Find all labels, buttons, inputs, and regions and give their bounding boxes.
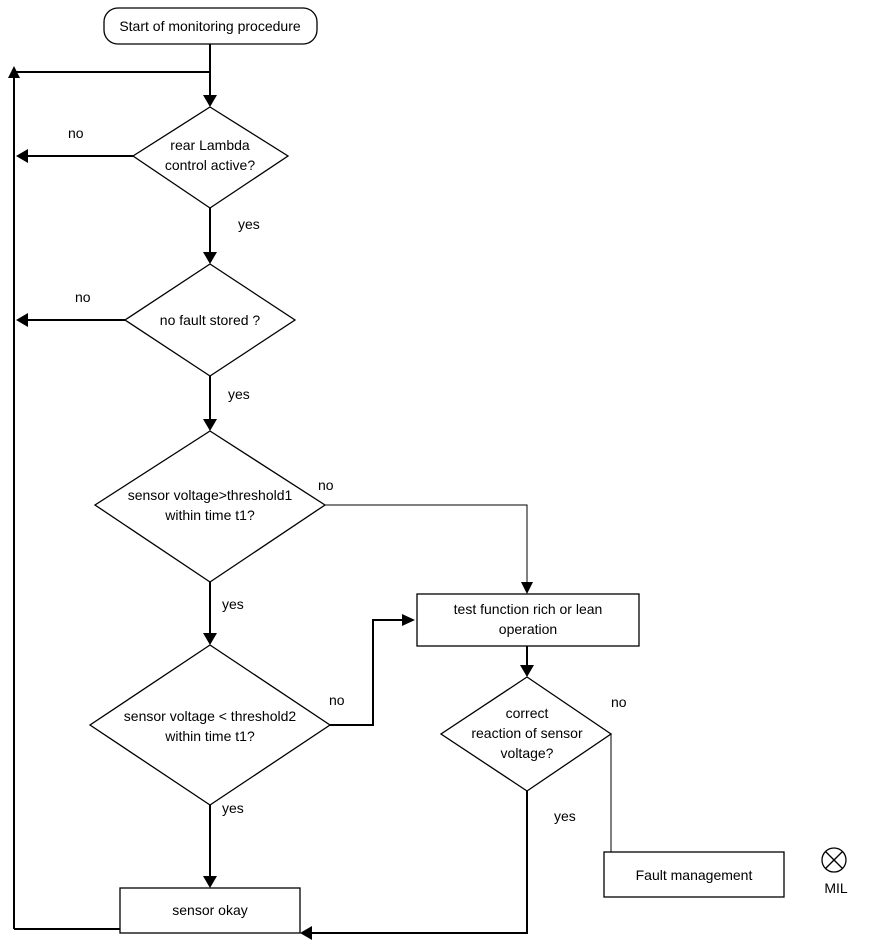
arrow-lambda-yes — [203, 252, 217, 264]
decision-lambda-shape — [131, 106, 290, 209]
arrow-test-to-reaction — [520, 665, 534, 677]
edge-threshold2-no — [330, 619, 402, 726]
edge-labels: no yes no yes no yes no yes no yes — [68, 125, 627, 824]
label-threshold1-no: no — [318, 477, 334, 493]
label-reaction-no: no — [611, 694, 627, 710]
arrow-threshold2-yes — [203, 876, 217, 888]
decision-reaction-line1: correct — [506, 705, 549, 721]
label-lambda-no: no — [68, 125, 84, 141]
decision-reaction-line3: voltage? — [501, 745, 554, 761]
arrow-lambda-no — [16, 149, 28, 163]
edge-reaction-yes — [312, 791, 528, 934]
arrow-threshold2-no — [402, 614, 415, 626]
decision-threshold2-line1: sensor voltage < threshold2 — [124, 708, 297, 724]
arrow-start-to-lambda — [203, 95, 217, 107]
decision-lambda-line2: control active? — [165, 157, 255, 173]
process-test-function-shape — [416, 593, 640, 647]
decision-reaction-line2: reaction of sensor — [471, 725, 583, 741]
arrow-loop-up — [8, 66, 20, 78]
decision-threshold1: sensor voltage>threshold1 within time t1… — [93, 430, 327, 583]
arrow-threshold1-no — [521, 582, 533, 594]
decision-lambda: rear Lambda control active? — [131, 106, 290, 209]
arrow-threshold1-yes — [203, 633, 217, 645]
process-sensor-okay-shape — [119, 887, 301, 934]
decision-fault: no fault stored ? — [123, 263, 297, 377]
process-test-function-line2: operation — [499, 621, 557, 637]
decision-threshold2-line2: within time t1? — [164, 728, 255, 744]
mil-indicator: MIL — [821, 847, 848, 896]
start-shape — [103, 7, 318, 45]
process-fault-management-label: Fault management — [636, 867, 753, 883]
decision-threshold1-line1: sensor voltage>threshold1 — [128, 487, 293, 503]
decision-fault-line1: no fault stored ? — [160, 312, 261, 328]
label-fault-yes: yes — [228, 386, 250, 402]
arrow-fault-yes — [203, 419, 217, 431]
process-fault-management: Fault management — [603, 851, 785, 898]
mil-label: MIL — [824, 880, 848, 896]
process-fault-management-shape — [603, 851, 785, 898]
label-threshold1-yes: yes — [222, 596, 244, 612]
process-sensor-okay: sensor okay — [119, 887, 301, 934]
label-reaction-yes: yes — [554, 808, 576, 824]
label-threshold2-yes: yes — [222, 800, 244, 816]
start-label: Start of monitoring procedure — [119, 18, 301, 34]
process-test-function-line1: test function rich or lean — [454, 601, 603, 617]
decision-threshold2: sensor voltage < threshold2 within time … — [88, 644, 332, 806]
decision-reaction-shape — [439, 676, 613, 792]
arrow-reaction-yes — [300, 926, 312, 940]
label-threshold2-no: no — [329, 692, 345, 708]
decision-fault-shape — [123, 263, 297, 377]
decision-reaction: correct reaction of sensor voltage? — [439, 676, 613, 792]
decision-threshold1-line2: within time t1? — [164, 507, 255, 523]
decision-threshold2-shape — [88, 644, 332, 806]
label-fault-no: no — [75, 289, 91, 305]
start-terminator: Start of monitoring procedure — [103, 7, 318, 45]
decision-threshold1-shape — [93, 430, 327, 583]
process-test-function: test function rich or lean operation — [416, 593, 640, 647]
label-lambda-yes: yes — [238, 216, 260, 232]
decision-lambda-line1: rear Lambda — [170, 137, 250, 153]
process-sensor-okay-label: sensor okay — [172, 902, 247, 918]
lamp-icon — [821, 847, 847, 873]
arrow-fault-no — [16, 313, 28, 327]
connectors — [8, 44, 612, 940]
edge-threshold1-no — [325, 504, 528, 582]
